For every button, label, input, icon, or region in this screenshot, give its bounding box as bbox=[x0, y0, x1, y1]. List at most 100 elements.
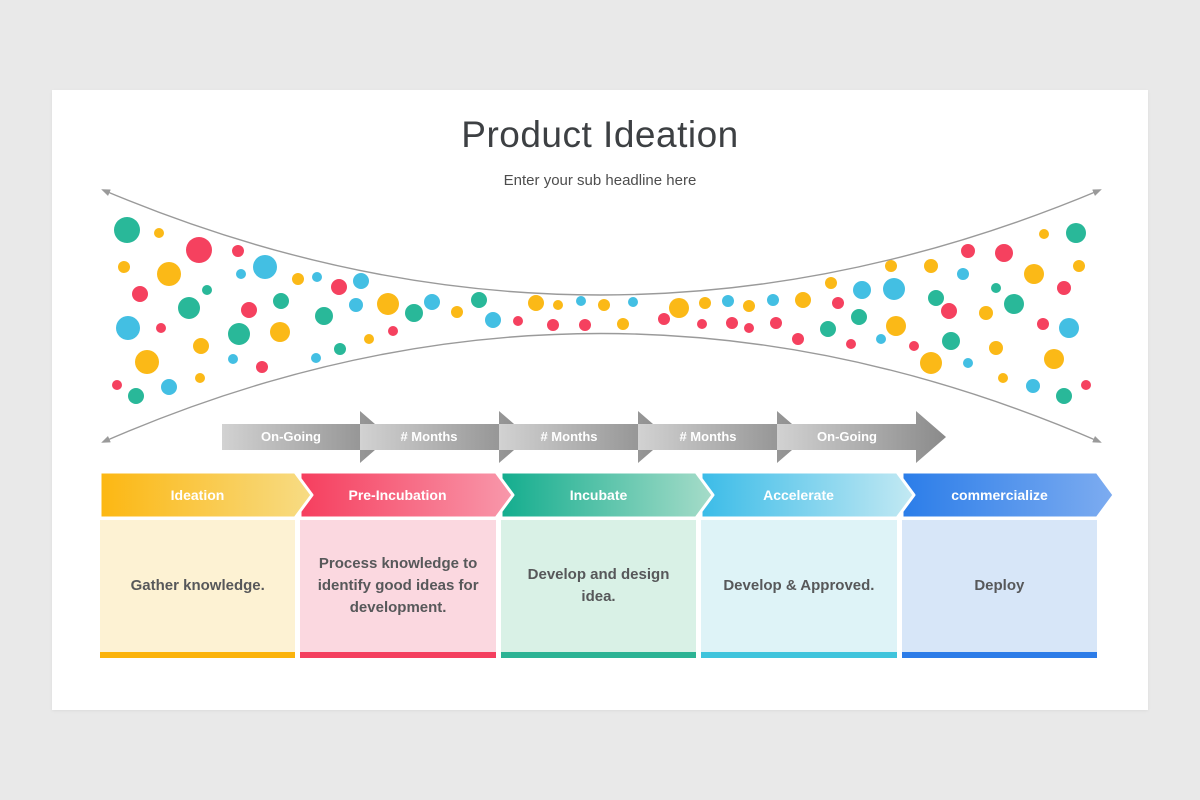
funnel-bottom-curve bbox=[101, 332, 1102, 443]
idea-dot bbox=[998, 373, 1008, 383]
idea-dot bbox=[331, 279, 347, 295]
idea-dot bbox=[116, 316, 140, 340]
idea-dot bbox=[792, 333, 804, 345]
idea-dot bbox=[924, 259, 938, 273]
timeline-arrow-5 bbox=[777, 411, 946, 463]
idea-dot bbox=[228, 354, 238, 364]
timeline-label-3: # Months bbox=[540, 429, 598, 444]
idea-dot bbox=[743, 300, 755, 312]
idea-dot bbox=[795, 292, 811, 308]
stage-boxes-row: Gather knowledge. Process knowledge to i… bbox=[100, 520, 1098, 658]
funnel-top-curve bbox=[101, 189, 1102, 296]
stage-box-incubate: Develop and design idea. bbox=[500, 520, 697, 658]
idea-dot bbox=[154, 228, 164, 238]
idea-dot bbox=[114, 217, 140, 243]
idea-dot bbox=[228, 323, 250, 345]
idea-dot bbox=[991, 283, 1001, 293]
slide-card: Product Ideation Enter your sub headline… bbox=[52, 90, 1148, 710]
idea-dot bbox=[353, 273, 369, 289]
idea-dot bbox=[513, 316, 523, 326]
idea-dot bbox=[1066, 223, 1086, 243]
idea-dot bbox=[979, 306, 993, 320]
idea-dot bbox=[528, 295, 544, 311]
funnel-diagram bbox=[98, 189, 1116, 520]
idea-dot bbox=[885, 260, 897, 272]
idea-dot bbox=[598, 299, 610, 311]
idea-dots bbox=[112, 217, 1091, 404]
idea-dot bbox=[928, 290, 944, 306]
stage-box-pre-incubation: Process knowledge to identify good ideas… bbox=[300, 520, 496, 658]
idea-dot bbox=[1026, 379, 1040, 393]
idea-dot bbox=[1081, 380, 1091, 390]
idea-dot bbox=[236, 269, 246, 279]
stage-box-commercialize: Deploy bbox=[901, 520, 1098, 658]
idea-dot bbox=[722, 295, 734, 307]
idea-dot bbox=[697, 319, 707, 329]
idea-dot bbox=[628, 297, 638, 307]
timeline-label-4: # Months bbox=[679, 429, 737, 444]
idea-dot bbox=[364, 334, 374, 344]
idea-dot bbox=[1037, 318, 1049, 330]
idea-dot bbox=[1039, 229, 1049, 239]
idea-dot bbox=[886, 316, 906, 336]
stage-box-accelerate: Develop & Approved. bbox=[701, 520, 897, 658]
idea-dot bbox=[349, 298, 363, 312]
idea-dot bbox=[1059, 318, 1079, 338]
idea-dot bbox=[178, 297, 200, 319]
stage-title-ideation: Ideation bbox=[170, 487, 225, 503]
idea-dot bbox=[846, 339, 856, 349]
idea-dot bbox=[1057, 281, 1071, 295]
page-subtitle: Enter your sub headline here bbox=[503, 172, 697, 189]
idea-dot bbox=[699, 297, 711, 309]
idea-dot bbox=[334, 343, 346, 355]
idea-dot bbox=[311, 353, 321, 363]
idea-dot bbox=[161, 379, 177, 395]
idea-dot bbox=[726, 317, 738, 329]
timeline-label-5: On-Going bbox=[817, 429, 877, 444]
idea-dot bbox=[405, 304, 423, 322]
idea-dot bbox=[195, 373, 205, 383]
idea-dot bbox=[193, 338, 209, 354]
idea-dot bbox=[658, 313, 670, 325]
idea-dot bbox=[767, 294, 779, 306]
idea-dot bbox=[941, 303, 957, 319]
idea-dot bbox=[963, 358, 973, 368]
idea-dot bbox=[1073, 260, 1085, 272]
stage-description: Develop & Approved. bbox=[723, 577, 875, 595]
stage-description: Gather knowledge. bbox=[130, 577, 265, 595]
page-title: Product Ideation bbox=[461, 114, 739, 155]
idea-dot bbox=[920, 352, 942, 374]
idea-dot bbox=[451, 306, 463, 318]
idea-dot bbox=[832, 297, 844, 309]
idea-dot bbox=[256, 361, 268, 373]
idea-dot bbox=[883, 278, 905, 300]
idea-dot bbox=[186, 237, 212, 263]
idea-dot bbox=[315, 307, 333, 325]
idea-dot bbox=[669, 298, 689, 318]
idea-dot bbox=[770, 317, 782, 329]
idea-dot bbox=[312, 272, 322, 282]
idea-dot bbox=[1044, 349, 1064, 369]
idea-dot bbox=[157, 262, 181, 286]
timeline-arrow-2 bbox=[360, 411, 529, 463]
stage-chevrons bbox=[98, 470, 1116, 520]
idea-dot bbox=[156, 323, 166, 333]
idea-dot bbox=[876, 334, 886, 344]
idea-dot bbox=[851, 309, 867, 325]
idea-dot bbox=[128, 388, 144, 404]
idea-dot bbox=[995, 244, 1013, 262]
stage-title-pre-incubation: Pre-Incubation bbox=[348, 487, 447, 503]
stage-title-incubate: Incubate bbox=[569, 487, 628, 503]
idea-dot bbox=[579, 319, 591, 331]
timeline-arrows bbox=[222, 411, 946, 463]
idea-dot bbox=[132, 286, 148, 302]
idea-dot bbox=[1004, 294, 1024, 314]
chevron-ideation bbox=[98, 470, 314, 520]
timeline-arrow-3 bbox=[499, 411, 668, 463]
idea-dot bbox=[1056, 388, 1072, 404]
idea-dot bbox=[118, 261, 130, 273]
idea-dot bbox=[241, 302, 257, 318]
idea-dot bbox=[853, 281, 871, 299]
idea-dot bbox=[957, 268, 969, 280]
